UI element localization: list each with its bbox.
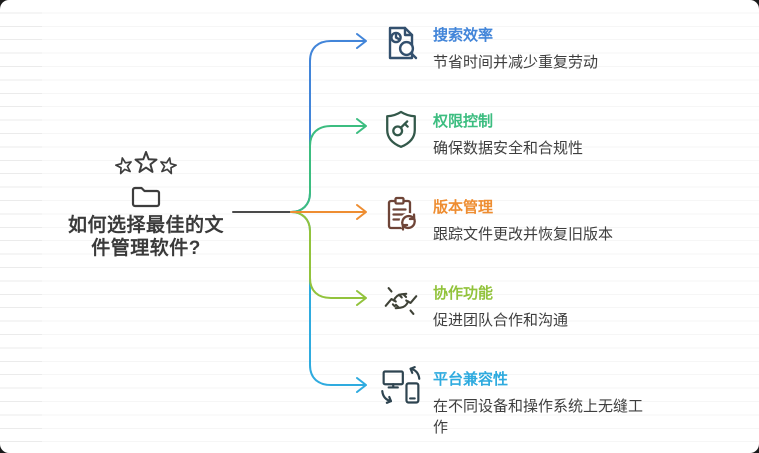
branch-node-permission-control[interactable]: 权限控制 确保数据安全和合规性 (380, 106, 655, 159)
branch-description: 促进团队合作和沟通 (433, 312, 569, 329)
branch-title: 搜索效率 (433, 27, 494, 44)
shield-key-icon (380, 108, 422, 150)
branch-line-1 (290, 33, 367, 213)
branch-line-2 (290, 118, 367, 213)
branch-line-5 (290, 211, 367, 393)
branch-node-search-efficiency[interactable]: 搜索效率 节省时间并减少重复劳动 (380, 20, 655, 73)
branch-node-platform-compatibility[interactable]: 平台兼容性 在不同设备和操作系统上无缝工作 (380, 364, 655, 438)
branch-node-collaboration[interactable]: 协作功能 促进团队合作和沟通 (380, 278, 655, 331)
branch-description: 在不同设备和操作系统上无缝工作 (433, 398, 644, 436)
branch-description: 节省时间并减少重复劳动 (433, 54, 599, 71)
central-node[interactable]: 如何选择最佳的文件管理软件? (55, 150, 237, 260)
three-stars-icon (115, 151, 177, 175)
central-title: 如何选择最佳的文件管理软件? (67, 215, 224, 259)
branch-description: 跟踪文件更改并恢复旧版本 (433, 226, 614, 243)
branch-title: 权限控制 (433, 113, 494, 130)
document-search-clock-icon (380, 22, 422, 64)
branch-node-version-management[interactable]: 版本管理 跟踪文件更改并恢复旧版本 (380, 192, 655, 245)
handshake-icon (380, 280, 422, 322)
folder-icon (131, 186, 161, 208)
clipboard-refresh-icon (380, 194, 422, 236)
branch-title: 版本管理 (433, 199, 494, 216)
branch-title: 协作功能 (433, 285, 494, 302)
branch-title: 平台兼容性 (433, 371, 509, 388)
branch-description: 确保数据安全和合规性 (433, 140, 584, 157)
devices-sync-icon (380, 366, 422, 408)
branch-line-4 (290, 211, 367, 306)
branch-line-3 (290, 204, 367, 220)
